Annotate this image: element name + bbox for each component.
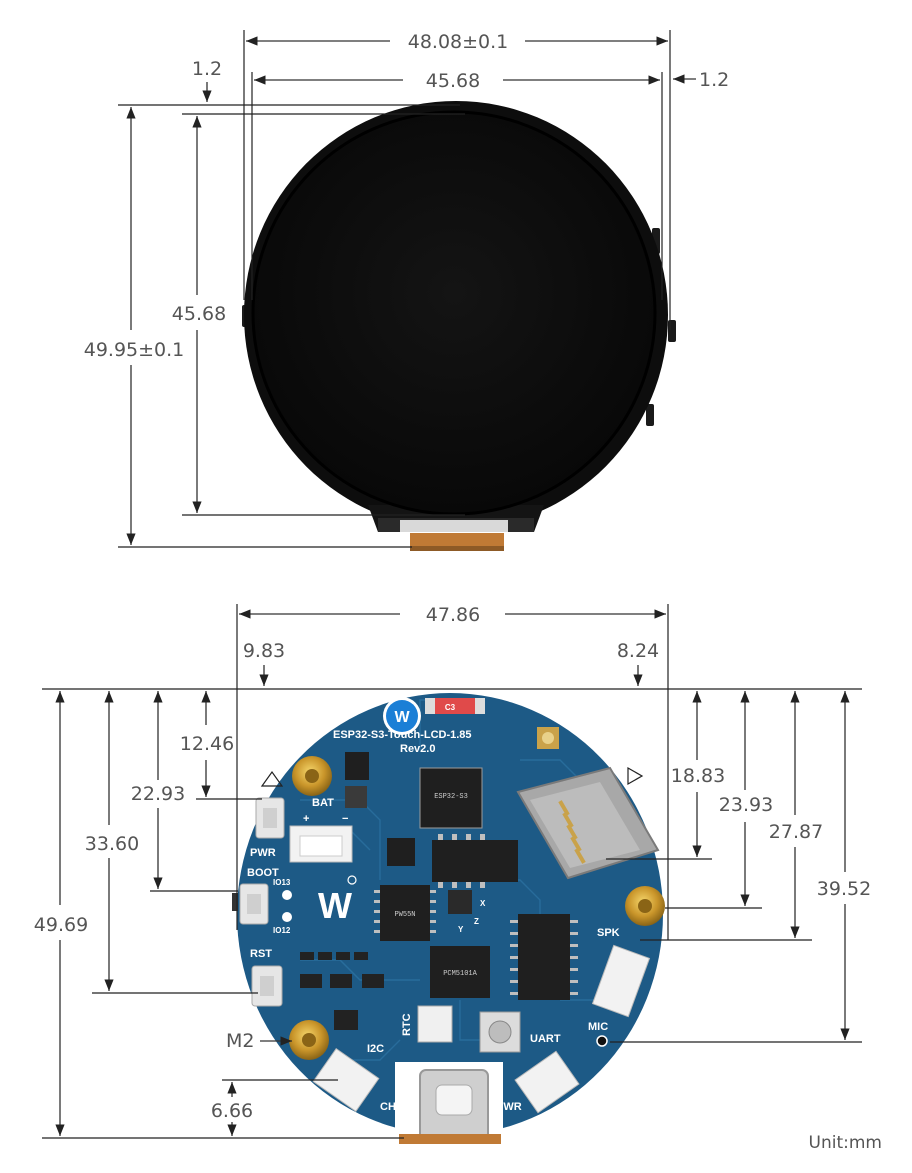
dim-bezel-right: 1.2	[699, 69, 729, 91]
amp-chip	[518, 914, 570, 1000]
side-button-middle	[668, 320, 676, 342]
label-i2c: I2C	[367, 1043, 384, 1055]
dim-22-93: 22.93	[131, 783, 185, 805]
axis-y: Y	[458, 925, 464, 934]
esp32-chip	[419, 767, 483, 829]
spk-connector[interactable]	[591, 944, 651, 1018]
imu-chip	[448, 890, 472, 914]
svg-text:+: +	[303, 813, 309, 825]
mux-chip	[380, 885, 430, 941]
dim-6-66: 6.66	[211, 1100, 253, 1122]
side-button-lower	[646, 404, 654, 426]
dim-board-width: 47.86	[426, 604, 480, 626]
label-mic: MIC	[588, 1021, 608, 1033]
dim-27-87: 27.87	[769, 821, 823, 843]
label-uart: UART	[530, 1033, 561, 1045]
label-rst: RST	[250, 948, 272, 960]
audio-chip	[430, 946, 490, 998]
small-chip-3	[387, 838, 415, 866]
uart-connector[interactable]	[514, 1050, 580, 1114]
top-view	[242, 101, 676, 551]
cap-c3-label: C3	[445, 703, 456, 712]
rtc-connector[interactable]	[417, 1005, 453, 1043]
label-boot: BOOT	[247, 867, 279, 879]
board-revision: Rev2.0	[400, 743, 435, 755]
small-chip-2	[345, 786, 367, 808]
board-model: ESP32-S3-Touch-LCD-1.85	[333, 729, 472, 741]
label-m2: M2	[226, 1030, 254, 1052]
label-chg: CHG	[380, 1101, 404, 1113]
bottom-view: W C3 ESP32-S3-Touch-LCD-1.85 Rev2.0 ESP3…	[232, 693, 665, 1144]
axis-x: X	[480, 899, 486, 908]
mux-chip-label: PW55N	[394, 911, 415, 919]
mic-hole	[596, 1035, 608, 1047]
cap-c3	[425, 698, 485, 714]
audio-chip-label: PCM5101A	[443, 970, 477, 978]
display-screen	[251, 110, 657, 516]
dim-39-52: 39.52	[817, 878, 871, 900]
label-pwr2: PWR	[496, 1101, 522, 1113]
label-pwr: PWR	[250, 847, 276, 859]
fpc-stiffener	[410, 546, 504, 551]
resistor-array	[300, 952, 384, 1030]
axis-z: Z	[474, 917, 479, 926]
dim-screen-height: 45.68	[172, 303, 226, 325]
dim-screen-width: 45.68	[426, 70, 480, 92]
dim-12-46: 12.46	[180, 733, 234, 755]
dim-outer-width: 48.08±0.1	[408, 31, 509, 53]
label-rtc: RTC	[401, 1013, 413, 1036]
i2c-connector[interactable]	[312, 1048, 380, 1112]
top-dimensions: 48.08±0.1 45.68 1.2 1.2 45.68 49.95±0.1	[84, 30, 729, 548]
display-connector	[400, 520, 508, 532]
dim-18-83: 18.83	[671, 765, 725, 787]
dim-bezel-top: 1.2	[192, 58, 222, 80]
label-bat: BAT	[312, 797, 334, 809]
unit-label: Unit:mm	[809, 1133, 882, 1153]
dim-23-93: 23.93	[719, 794, 773, 816]
esp32-chip-label: ESP32-S3	[434, 793, 468, 801]
dim-offset-left: 9.83	[243, 640, 285, 662]
label-io12: IO12	[273, 926, 291, 935]
dim-33-60: 33.60	[85, 833, 139, 855]
svg-text:W: W	[394, 709, 410, 726]
svg-text:−: −	[342, 813, 348, 825]
label-spk: SPK	[597, 927, 620, 939]
label-io13: IO13	[273, 878, 291, 887]
dim-offset-right: 8.24	[617, 640, 659, 662]
dim-49-69: 49.69	[34, 914, 88, 936]
bottom-dimensions: 47.86 9.83 8.24 12.46 22.93 33.60 49.69 …	[34, 604, 871, 1139]
dim-outer-height: 49.95±0.1	[84, 339, 185, 361]
waveshare-logo: W	[318, 885, 352, 926]
bottom-fpc	[399, 1134, 501, 1144]
flash-chip	[432, 840, 518, 882]
small-chip-1	[345, 752, 369, 780]
